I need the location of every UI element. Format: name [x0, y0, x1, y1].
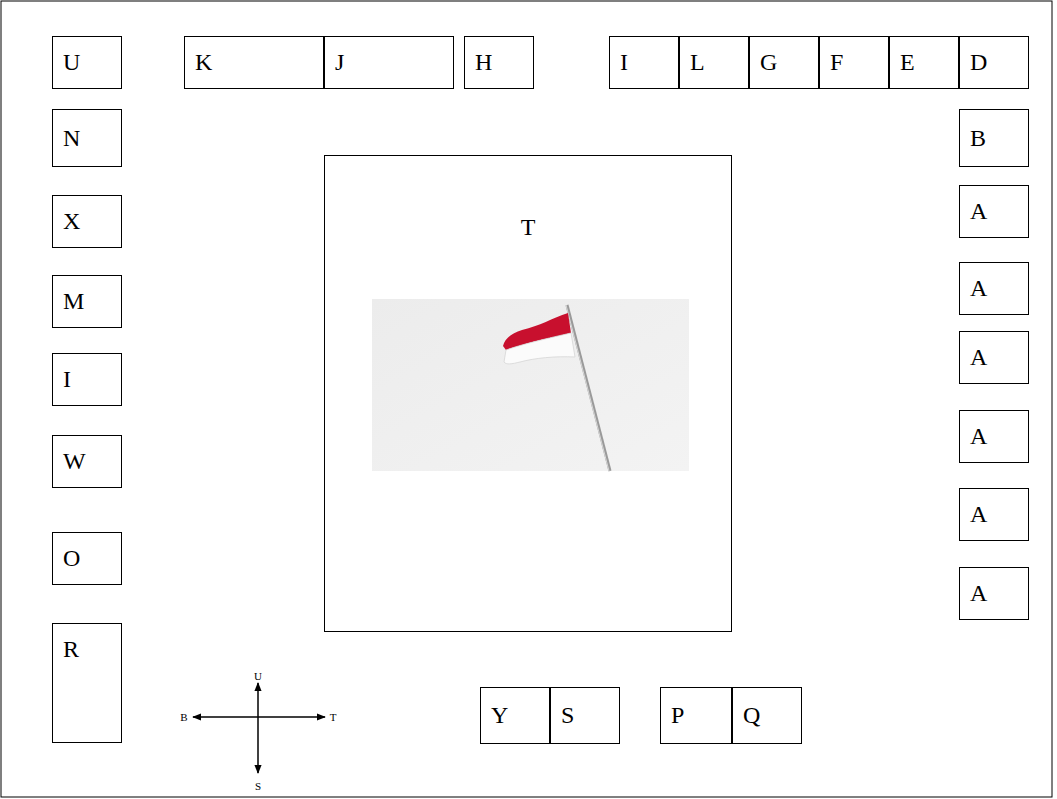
block-letter: Q [743, 702, 760, 728]
seat-block: I [52, 353, 122, 406]
block-letter: L [690, 49, 705, 75]
block-letter: M [63, 288, 84, 314]
seat-block: A [959, 185, 1029, 238]
seat-block: H [464, 36, 534, 89]
seat-block: E [889, 36, 959, 89]
seat-block: U [52, 36, 122, 89]
seat-block: A [959, 488, 1029, 541]
block-letter: G [760, 49, 777, 75]
block-letter: Y [491, 702, 508, 728]
compass-letter: U [254, 671, 262, 682]
block-letter: J [335, 49, 344, 75]
seat-block: D [959, 36, 1029, 89]
block-letter: H [475, 49, 492, 75]
seat-block: J [324, 36, 454, 89]
seat-block: R [52, 623, 122, 743]
seat-block: K [184, 36, 324, 89]
block-letter: A [970, 423, 987, 449]
block-letter: X [63, 208, 80, 234]
seat-block: B [959, 109, 1029, 167]
seat-block: A [959, 262, 1029, 315]
compass-letter: S [255, 781, 261, 792]
block-letter: I [63, 366, 71, 392]
block-letter: A [970, 501, 987, 527]
seat-block: N [52, 109, 122, 167]
block-letter: K [195, 49, 212, 75]
block-letter: S [561, 702, 574, 728]
seat-block: X [52, 195, 122, 248]
block-letter: U [63, 49, 80, 75]
compass [193, 683, 325, 773]
block-letter: D [970, 49, 987, 75]
seat-block: A [959, 410, 1029, 463]
seat-block: S [550, 687, 620, 744]
seat-block: Y [480, 687, 550, 744]
seat-block: L [679, 36, 749, 89]
compass-letter: T [330, 712, 337, 723]
block-letter: A [970, 344, 987, 370]
block-letter: N [63, 125, 80, 151]
block-letter: B [970, 125, 986, 151]
seat-block: A [959, 331, 1029, 384]
seat-block: O [52, 532, 122, 585]
seat-block: A [959, 567, 1029, 620]
block-letter: A [970, 275, 987, 301]
block-letter: W [63, 448, 86, 474]
block-letter: A [970, 198, 987, 224]
seat-block: F [819, 36, 889, 89]
compass-letter: B [180, 712, 187, 723]
block-letter: F [830, 49, 843, 75]
seat-block: G [749, 36, 819, 89]
field-area: T [324, 155, 732, 632]
flag-photo [372, 299, 689, 471]
block-letter: O [63, 545, 80, 571]
block-letter: I [620, 49, 628, 75]
seat-block: W [52, 435, 122, 488]
seat-block: M [52, 275, 122, 328]
seat-block: I [609, 36, 679, 89]
block-letter: A [970, 580, 987, 606]
block-letter: E [900, 49, 915, 75]
block-letter: R [63, 636, 79, 662]
block-letter: P [671, 702, 684, 728]
seat-block: P [660, 687, 732, 744]
seat-block: Q [732, 687, 802, 744]
block-letter: T [521, 214, 536, 240]
